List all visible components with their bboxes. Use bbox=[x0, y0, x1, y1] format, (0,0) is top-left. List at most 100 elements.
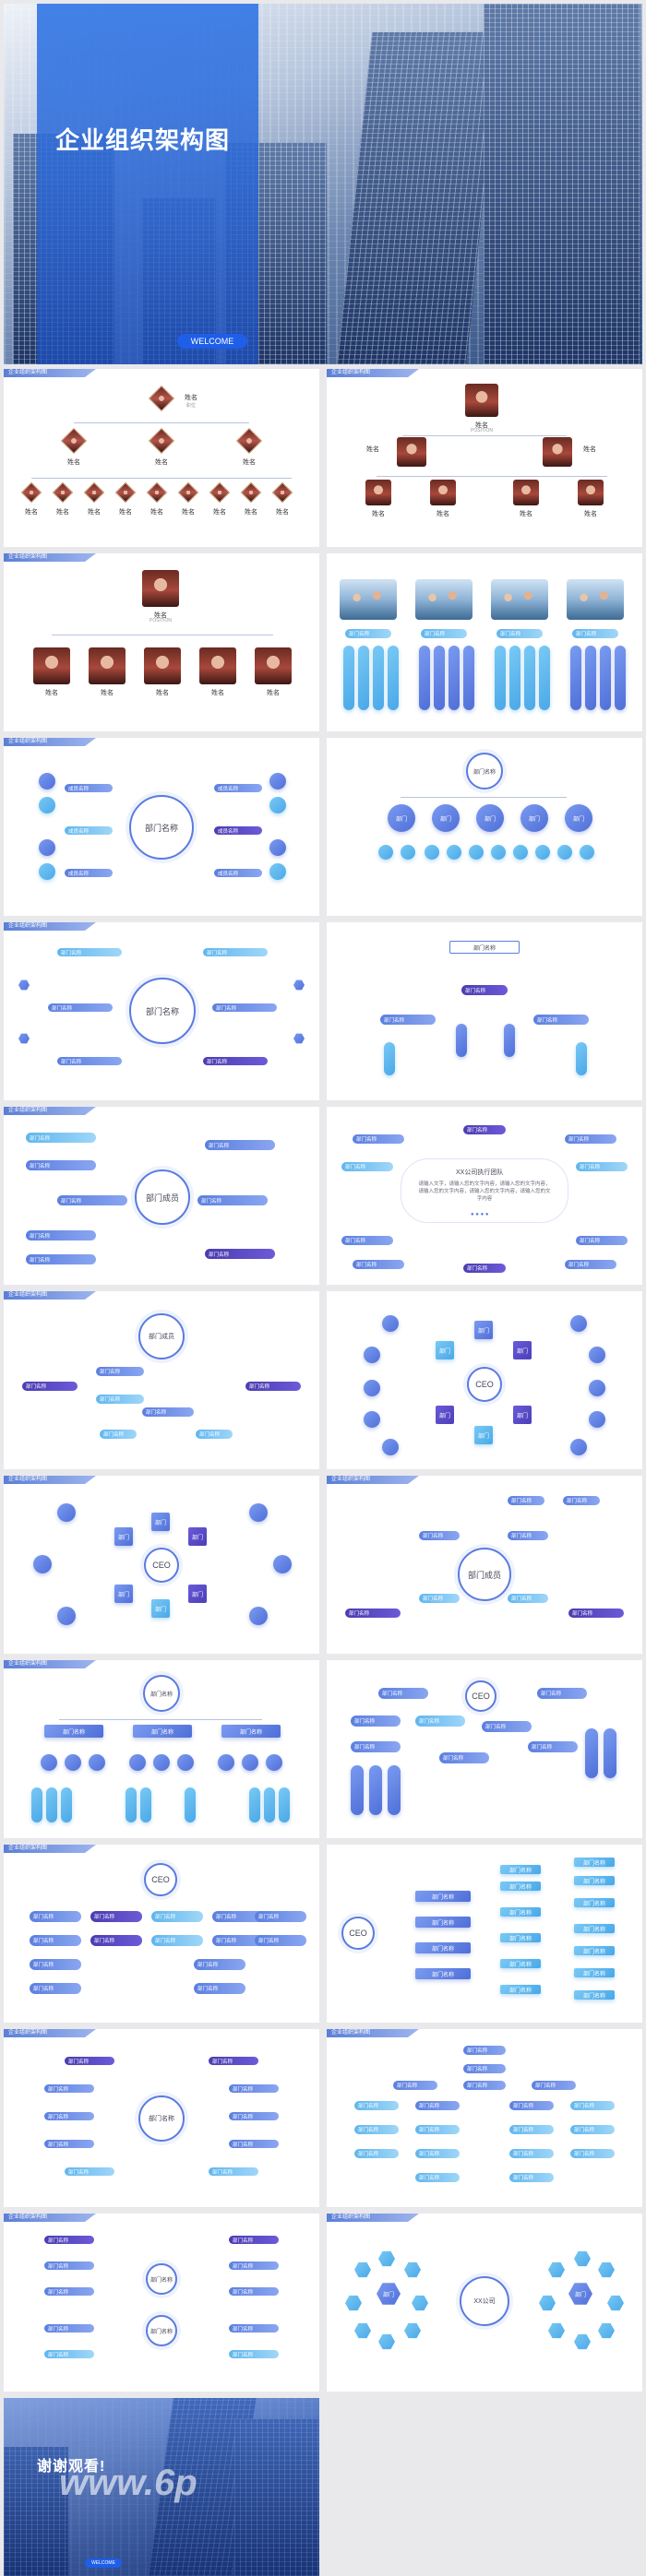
member-pill bbox=[463, 646, 474, 710]
dept-pill: 部门名称 bbox=[463, 1264, 506, 1273]
avatar bbox=[177, 481, 199, 504]
dept-pill: 部门名称 bbox=[509, 2149, 554, 2158]
dept-pill: 部门名称 bbox=[65, 2167, 114, 2176]
slide-tag-label: 企业组织架构图 bbox=[8, 370, 48, 375]
avatar bbox=[235, 427, 263, 455]
dept-pill: 部门名称 bbox=[463, 2081, 506, 2090]
node-circle bbox=[39, 863, 55, 880]
center-node: 部门名称 bbox=[129, 978, 196, 1044]
person-name: 姓名 bbox=[154, 612, 167, 619]
cover-title-panel bbox=[37, 4, 258, 364]
node-circle bbox=[273, 1555, 292, 1573]
person-name: 姓名 bbox=[437, 511, 449, 517]
shape: www.6p bbox=[59, 2463, 197, 2503]
node-circle bbox=[269, 863, 286, 880]
member-pill bbox=[539, 646, 550, 710]
member-pill bbox=[369, 1765, 382, 1815]
dept-pill: 部门名称 bbox=[568, 1609, 624, 1618]
center-node: 部门成员 bbox=[135, 1169, 190, 1225]
person-name: 姓名 bbox=[45, 690, 58, 696]
pagination-dots: ● ● ● ● bbox=[471, 1212, 489, 1217]
team-photo bbox=[567, 579, 624, 620]
person-name: 姓名 bbox=[475, 422, 488, 429]
dept-pill: 部门名称 bbox=[57, 1195, 127, 1205]
slide-tag: 企业组织架构图 bbox=[4, 1291, 96, 1300]
dept-pill: 部门名称 bbox=[528, 1741, 578, 1752]
dept-pill: 部门名称 bbox=[151, 1935, 203, 1946]
node-circle bbox=[57, 1503, 76, 1522]
welcome-button[interactable]: WELCOME bbox=[85, 2558, 122, 2568]
hex-node bbox=[18, 1033, 30, 1044]
dept-pill: 部门名称 bbox=[96, 1367, 144, 1376]
dept-pill: 部门名称 bbox=[44, 2287, 94, 2296]
dept-pill: 部门名称 bbox=[576, 1236, 628, 1245]
ending-slide: www.6p 谢谢观看! WELCOME bbox=[4, 2398, 319, 2576]
avatar bbox=[83, 481, 105, 504]
dept-pill: 部门名称 bbox=[30, 1935, 81, 1946]
person-name: 姓名 bbox=[520, 511, 532, 517]
slide-tag-label: 企业组织架构图 bbox=[8, 1108, 48, 1113]
dept-box: 部门名称 bbox=[221, 1725, 281, 1738]
dept-box: 部门名称 bbox=[500, 1985, 541, 1994]
slide-tag: 企业组织架构图 bbox=[327, 2214, 419, 2222]
node-circle bbox=[153, 1754, 170, 1771]
member-pill bbox=[585, 1728, 598, 1778]
dept-pill: 部门名称 bbox=[229, 2140, 279, 2148]
hex-node bbox=[354, 2322, 371, 2339]
avatar bbox=[144, 647, 181, 684]
slide-photo-teams: 部门名称 部门名称 部门名称 部门名称 bbox=[327, 553, 642, 731]
node-circle bbox=[218, 1754, 234, 1771]
dept-pill: 部门名称 bbox=[44, 2324, 94, 2333]
hex-node bbox=[404, 2322, 421, 2339]
center-node: 部门名称 bbox=[143, 1675, 180, 1712]
section-title: XX公司执行团队 bbox=[456, 1169, 504, 1176]
center-node: CEO bbox=[144, 1863, 177, 1896]
person-name: 姓名 bbox=[583, 446, 596, 453]
dept-pill: 部门名称 bbox=[353, 1134, 404, 1144]
dept-pill: 部门名称 bbox=[194, 1959, 245, 1970]
dept-pill: 部门名称 bbox=[354, 2125, 399, 2134]
dept-pill: 部门名称 bbox=[255, 1935, 306, 1946]
avatar bbox=[543, 437, 572, 467]
dept-pill: 部门名称 bbox=[415, 1715, 465, 1727]
dept-box bbox=[401, 1158, 568, 1223]
hex-node bbox=[18, 979, 30, 991]
node-circle bbox=[364, 1380, 380, 1396]
dept-box: 部门 bbox=[474, 1321, 493, 1339]
hex-node bbox=[293, 1033, 305, 1044]
dept-box: 部门 bbox=[114, 1585, 133, 1603]
dept-pill: 部门名称 bbox=[229, 2112, 279, 2120]
member-pill bbox=[615, 646, 626, 710]
slide-radial-circles: 企业组织架构图 部门名称 成员名称 成员名称 成员名称 成员名称 成员名称 成员… bbox=[4, 738, 319, 916]
dept-box: 部门名称 bbox=[44, 1725, 103, 1738]
avatar bbox=[52, 481, 74, 504]
dept-pill: 部门名称 bbox=[212, 1911, 264, 1922]
dept-pill: 部门名称 bbox=[576, 1162, 628, 1171]
member-pill bbox=[31, 1787, 42, 1822]
center-node: 部门成员 bbox=[138, 1313, 185, 1359]
person-name: 姓名 bbox=[245, 509, 257, 516]
avatar bbox=[209, 481, 231, 504]
dept-pill: 部门名称 bbox=[509, 2101, 554, 2110]
node-circle bbox=[589, 1411, 605, 1428]
member-pill bbox=[570, 646, 581, 710]
connector-line bbox=[377, 476, 607, 477]
avatar bbox=[60, 427, 88, 455]
node-circle bbox=[65, 1754, 81, 1771]
dept-box: 部门名称 bbox=[574, 1946, 615, 1955]
dept-pill: 部门名称 bbox=[419, 1594, 460, 1603]
node-circle bbox=[589, 1347, 605, 1363]
connector-line bbox=[401, 797, 567, 798]
node-circle bbox=[382, 1315, 399, 1332]
welcome-button[interactable]: WELCOME bbox=[177, 334, 247, 349]
center-node: 部门名称 bbox=[466, 753, 503, 789]
hex-node bbox=[539, 2295, 556, 2311]
node-circle bbox=[382, 1439, 399, 1455]
dept-box: 部门 bbox=[436, 1406, 454, 1424]
node-circle bbox=[39, 797, 55, 813]
slide-team-intro: 部门名称 部门名称 部门名称 部门名称 部门名称 XX公司执行团队 请输入文字，… bbox=[327, 1107, 642, 1285]
dept-pill: 部门名称 bbox=[57, 948, 122, 956]
dept-box: 部门 bbox=[151, 1513, 170, 1531]
dept-pill: 部门名称 bbox=[44, 2140, 94, 2148]
building bbox=[484, 4, 640, 364]
